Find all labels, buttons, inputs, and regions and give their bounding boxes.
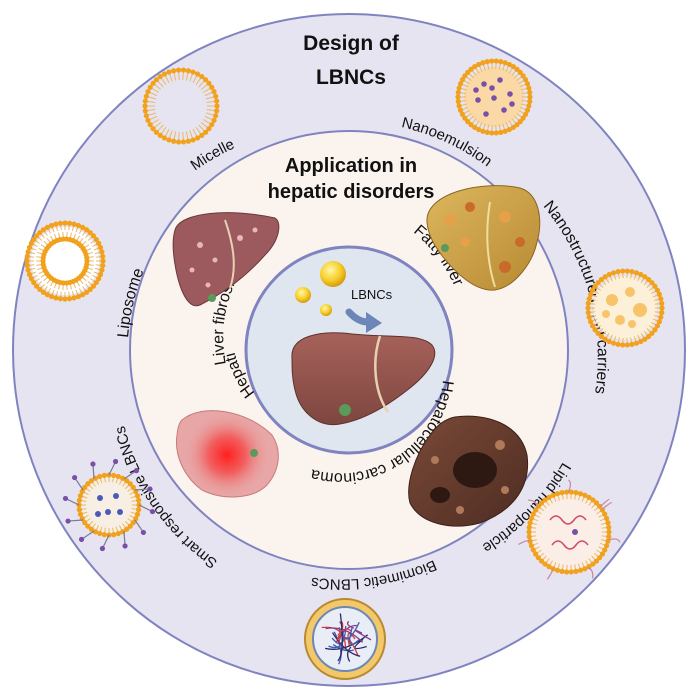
nanoemulsion-icon	[455, 58, 533, 136]
hepatitis-icon	[175, 410, 279, 498]
droplet-medium	[295, 287, 311, 303]
micelle-icon	[142, 67, 220, 145]
lipid-nanoparticle-icon	[518, 479, 621, 580]
middle-title-line1: Application in	[285, 155, 417, 177]
middle-title-line2: hepatic disorders	[268, 181, 435, 203]
droplet-large	[320, 261, 346, 287]
liver-fibrosis-icon	[172, 212, 280, 307]
hcc-liver-icon	[408, 415, 529, 527]
biomimetic-icon	[304, 598, 386, 680]
fatty-liver-icon	[426, 185, 541, 291]
nlc-icon	[585, 268, 665, 348]
center-liver-icon	[291, 332, 436, 426]
droplet-small	[320, 304, 332, 316]
lbnc-droplets	[295, 261, 346, 316]
delivery-arrow-icon	[345, 308, 382, 333]
smart-responsive-icon	[62, 458, 156, 552]
center-lbnc-label: LBNCs	[351, 287, 393, 302]
outer-title-line1: Design of	[303, 32, 400, 55]
liposome-icon	[24, 220, 106, 302]
outer-title-line2: LBNCs	[316, 66, 386, 89]
